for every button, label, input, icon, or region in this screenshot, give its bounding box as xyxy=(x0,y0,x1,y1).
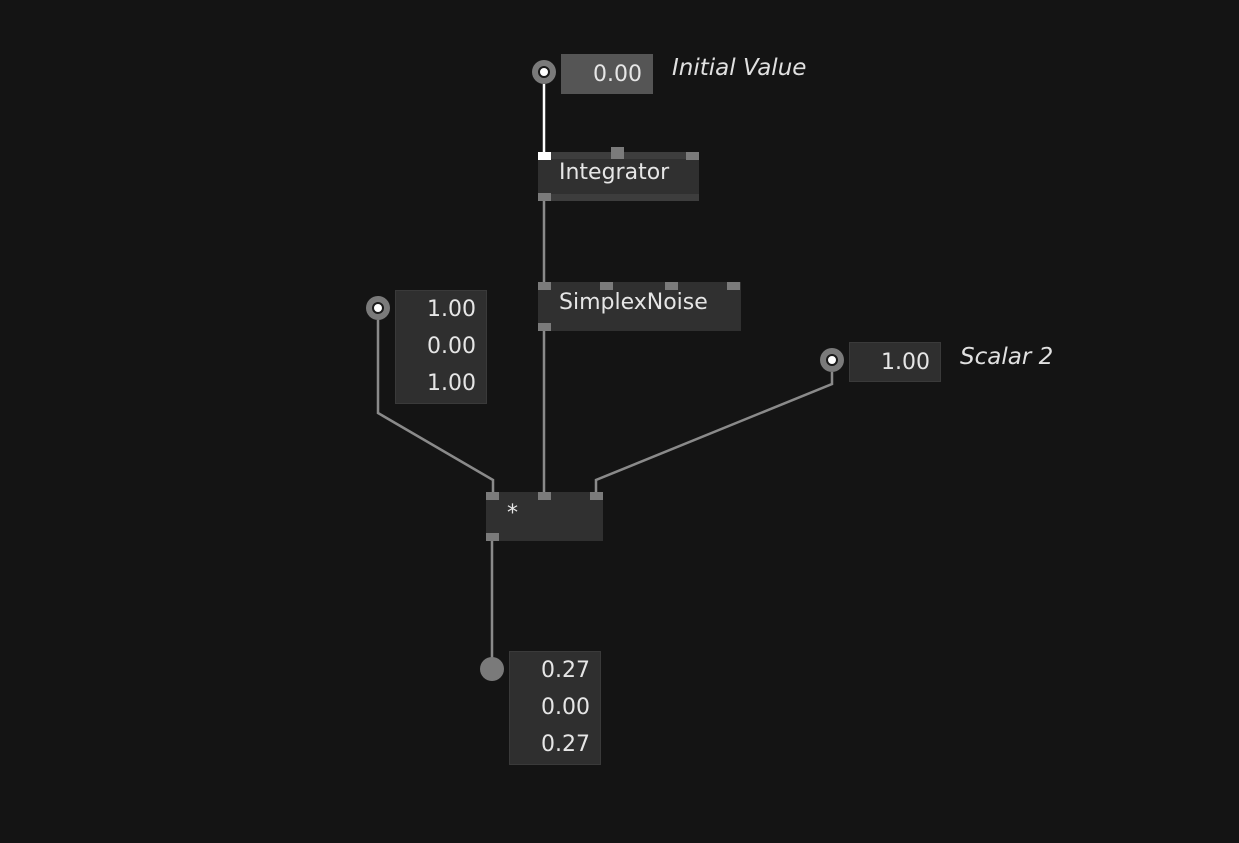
simplexnoise-input-pin-3[interactable] xyxy=(665,282,678,290)
wire-vector-to-multiply[interactable] xyxy=(376,320,495,492)
output-value-display: 0.27 0.00 0.27 xyxy=(509,651,601,765)
integrator-input-pin-1[interactable] xyxy=(538,152,551,160)
vector-input-z: 1.00 xyxy=(427,371,476,396)
simplexnoise-input-pin-4[interactable] xyxy=(727,282,740,290)
integrator-output-pin[interactable] xyxy=(538,193,551,201)
initial-value-field[interactable]: 0.00 xyxy=(561,54,653,94)
initial-value-socket[interactable] xyxy=(532,60,556,84)
output-x: 0.27 xyxy=(541,658,590,683)
simplexnoise-input-pin-2[interactable] xyxy=(600,282,613,290)
output-socket[interactable] xyxy=(480,657,504,681)
multiply-input-pin-1[interactable] xyxy=(486,492,499,500)
integrator-node[interactable]: Integrator xyxy=(538,152,699,201)
simplexnoise-title: SimplexNoise xyxy=(559,290,708,315)
multiply-node[interactable]: * xyxy=(486,492,603,541)
multiply-input-pin-3[interactable] xyxy=(590,492,603,500)
initial-value-number: 0.00 xyxy=(593,62,642,87)
vector-input-field[interactable]: 1.00 0.00 1.00 xyxy=(395,290,487,404)
scalar-2-number: 1.00 xyxy=(881,350,930,375)
socket-dot-icon xyxy=(372,302,384,314)
multiply-output-pin[interactable] xyxy=(486,533,499,541)
vector-input-socket[interactable] xyxy=(366,296,390,320)
multiply-title: * xyxy=(507,501,518,526)
integrator-title: Integrator xyxy=(559,160,670,185)
socket-dot-icon xyxy=(826,354,838,366)
integrator-input-pin-3[interactable] xyxy=(686,152,699,160)
simplexnoise-node[interactable]: SimplexNoise xyxy=(538,282,741,331)
socket-dot-icon xyxy=(538,66,550,78)
integrator-input-pin-2[interactable] xyxy=(611,147,624,159)
vector-input-y: 0.00 xyxy=(427,334,476,359)
scalar-2-socket[interactable] xyxy=(820,348,844,372)
scalar-2-caption: Scalar 2 xyxy=(960,344,1054,370)
simplexnoise-input-pin-1[interactable] xyxy=(538,282,551,290)
wire-scalar2-to-multiply[interactable] xyxy=(594,372,834,492)
multiply-input-pin-2[interactable] xyxy=(538,492,551,500)
initial-value-caption: Initial Value xyxy=(672,55,807,81)
output-z: 0.27 xyxy=(541,732,590,757)
output-y: 0.00 xyxy=(541,695,590,720)
vector-input-x: 1.00 xyxy=(427,297,476,322)
node-bottom-strip xyxy=(538,194,699,201)
scalar-2-field[interactable]: 1.00 xyxy=(849,342,941,382)
simplexnoise-output-pin[interactable] xyxy=(538,323,551,331)
